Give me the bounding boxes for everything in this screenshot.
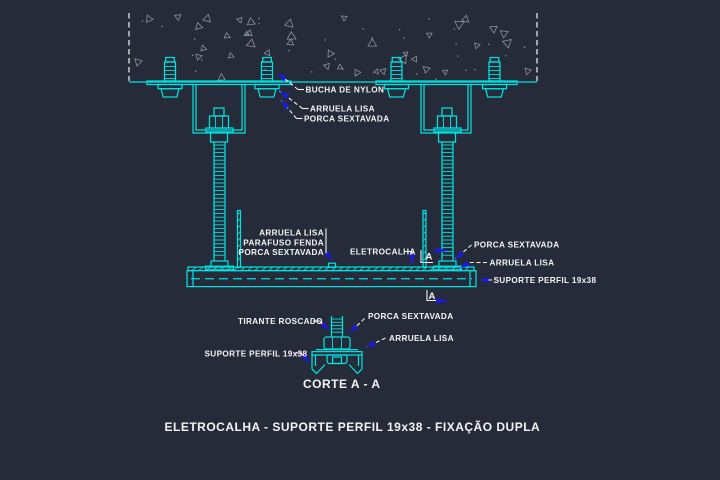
anchor-bucha [254,56,280,98]
callout-arruela-mid: ARRUELA LISA [259,229,324,238]
cable-tray [187,209,475,272]
callout-suporte-right: SUPORTE PERFIL 19x38 [494,276,597,285]
callout-suporte-corte: SUPORTE PERFIL 19x38 [205,350,308,359]
callout-arruela-corte: ARRUELA LISA [389,334,454,343]
callout-parafuso-fenda: PARAFUSO FENDA [243,239,324,248]
callout-tirante-roscado: TIRANTE ROSCADO [238,317,323,326]
callout-porca-mid: PORCA SEXTAVADA [239,248,324,257]
leader-bucha-nylon [277,72,304,91]
section-letter: A [426,252,433,263]
callout-arruela-top: ARRUELA LISA [310,105,375,114]
threaded-rod-left [204,142,235,271]
leader-porca-corte [349,318,365,333]
callout-eletrocalha: ELETROCALHA [350,248,416,257]
leader-mid-block [324,228,333,261]
rod-top-fixing [205,107,234,143]
hanger-bracket-left [146,56,292,143]
leader-arruela-corte [365,337,386,348]
leader-arruela-top [279,90,309,110]
section-marker-top: A [420,248,450,264]
section-marker-bottom: A [426,290,450,304]
anchor-bucha [157,56,183,98]
leader-porca-right [454,244,472,260]
callout-porca-corte: PORCA SEXTAVADA [368,312,453,321]
anchor-bucha [383,56,410,98]
support-profile [186,269,477,288]
leader-suporte-corte [295,352,311,363]
leader-suporte-right [478,277,492,283]
rod-top-fixing [433,107,462,143]
threaded-rod-right [432,142,463,271]
callout-porca-top: PORCA SEXTAVADA [304,115,389,124]
section-letter: A [429,291,436,302]
leader-eletrocalha [406,250,415,265]
section-title: CORTE A - A [303,377,381,391]
section-detail [311,316,363,375]
concrete-hatch [134,13,533,81]
leader-porca-top [280,99,303,120]
anchor-bucha [481,56,508,98]
leader-tirante [313,320,330,331]
callout-arruela-right: ARRUELA LISA [490,259,555,268]
drawing-title: ELETROCALHA - SUPORTE PERFIL 19x38 - FIX… [165,419,541,434]
callout-porca-right: PORCA SEXTAVADA [474,241,559,250]
callout-bucha-nylon: BUCHA DE NYLON [306,86,385,95]
leader-arruela-right [459,260,487,268]
hanger-bracket-right [375,56,518,143]
ceiling-slab [128,13,538,83]
